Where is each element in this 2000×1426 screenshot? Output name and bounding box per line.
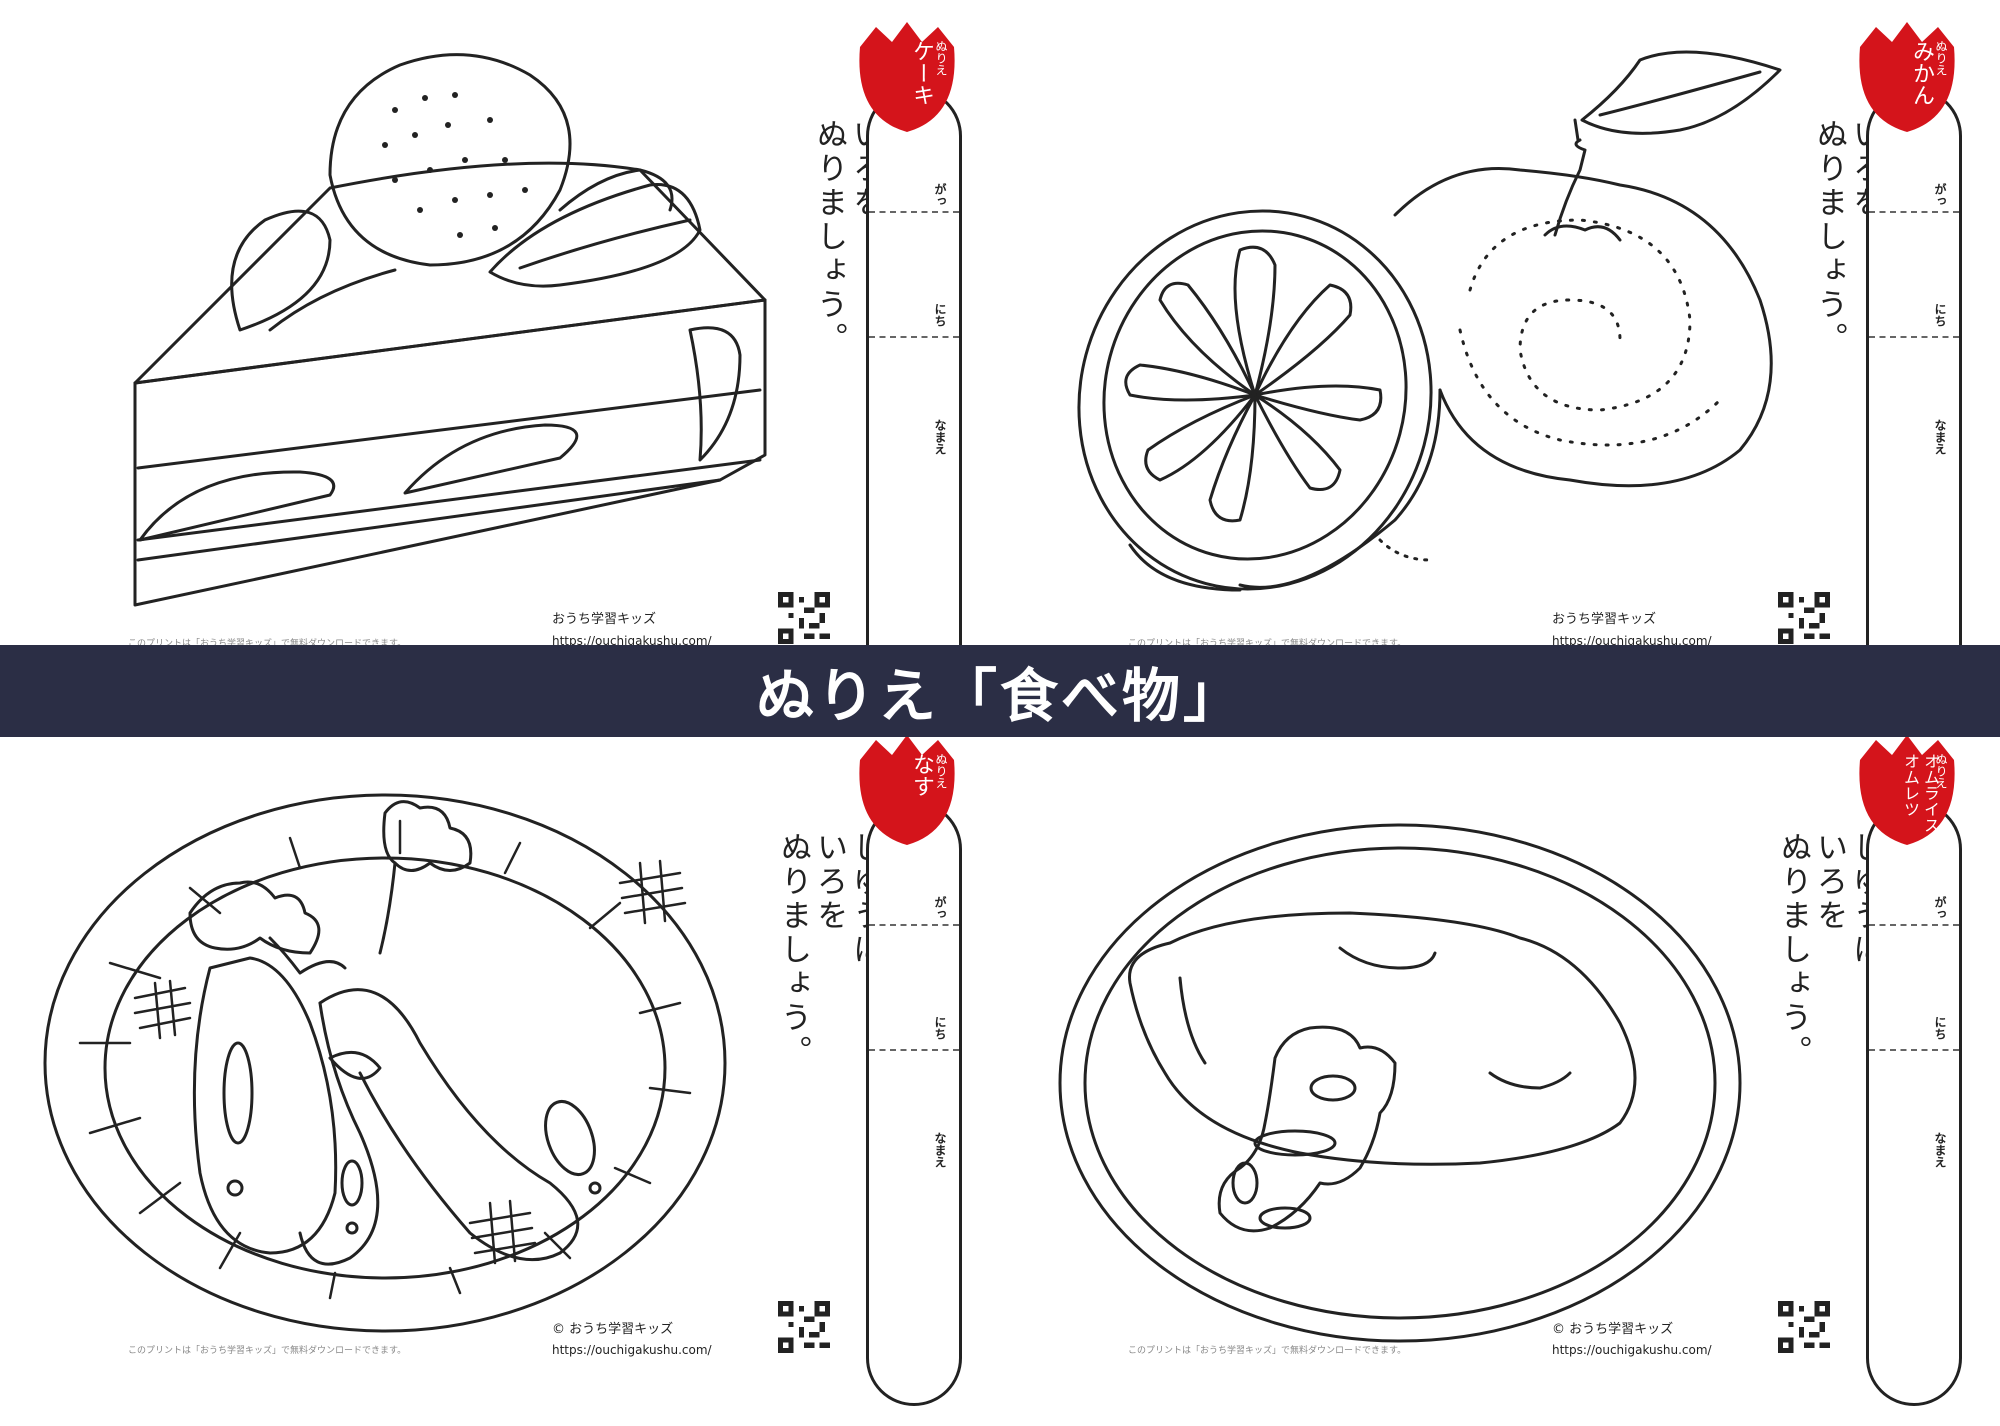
name-label: なまえ <box>1933 419 1947 455</box>
divider <box>1869 336 1959 338</box>
title-badge: ケーキ ぬりえ <box>852 22 962 134</box>
tulip-icon <box>1859 735 1955 845</box>
site-logo: © おうち学習キッズ <box>552 1322 674 1337</box>
month-label: がっ <box>933 183 947 207</box>
name-label: なまえ <box>933 419 947 455</box>
title-badge: オムライス オムレツ ぬりえ <box>1852 735 1962 847</box>
sheet-title: ケーキ <box>909 40 934 106</box>
tulip-icon <box>859 735 955 845</box>
site-logo: © おうち学習キッズ <box>1552 1322 1674 1337</box>
instruction-line: ぬりましょう。 <box>1811 118 1847 356</box>
divider <box>869 924 959 926</box>
title-banner: ぬりえ「食べ物」 <box>0 645 2000 737</box>
sheet-title: みかん <box>1909 40 1934 106</box>
download-note: このプリントは「おうち学習キッズ」で無料ダウンロードできます。 <box>128 1346 407 1356</box>
coloring-sheet-cake: いろを ぬりましょう。 がっ にち なまえ ケーキ ぬりえ おうち学習キッズ h… <box>0 0 1000 713</box>
month-label: がっ <box>1933 183 1947 207</box>
nurie-label: ぬりえ <box>934 753 948 789</box>
download-note: このプリントは「おうち学習キッズ」で無料ダウンロードできます。 <box>128 639 407 649</box>
divider <box>1869 924 1959 926</box>
tulip-icon <box>1859 22 1955 132</box>
nurie-label: ぬりえ <box>1934 40 1948 76</box>
name-label: なまえ <box>1933 1132 1947 1168</box>
site-url[interactable]: https://ouchigakushu.com/ <box>552 634 712 648</box>
day-label: にち <box>933 1016 947 1040</box>
name-date-box[interactable]: がっ にち なまえ <box>866 801 962 1406</box>
qr-code-icon <box>778 592 830 644</box>
day-label: にち <box>933 303 947 327</box>
qr-code-icon <box>1778 592 1830 644</box>
sheet-title: オムライス オムレツ <box>1901 753 1940 833</box>
site-url[interactable]: https://ouchigakushu.com/ <box>552 1343 712 1357</box>
cake-illustration <box>0 0 800 713</box>
coloring-sheet-omurice: じゆうに いろを ぬりましょう。 がっ にち なまえ オムライス オムレツ ぬり… <box>1000 713 2000 1426</box>
divider <box>1869 1049 1959 1051</box>
instruction-line: いろを <box>811 831 847 933</box>
name-date-box[interactable]: がっ にち なまえ <box>1866 88 1962 693</box>
site-url[interactable]: https://ouchigakushu.com/ <box>1552 634 1712 648</box>
month-label: がっ <box>1933 896 1947 920</box>
day-label: にち <box>1933 303 1947 327</box>
instruction-line: ぬりましょう。 <box>775 831 811 1069</box>
title-badge: なす ぬりえ <box>852 735 962 847</box>
site-logo: おうち学習キッズ <box>552 612 657 627</box>
download-note: このプリントは「おうち学習キッズ」で無料ダウンロードできます。 <box>1128 1346 1407 1356</box>
nurie-label: ぬりえ <box>1934 753 1948 789</box>
coloring-sheet-eggplant: じゆうに いろを ぬりましょう。 がっ にち なまえ なす ぬりえ © おうち学… <box>0 713 1000 1426</box>
omurice-illustration <box>1000 713 1800 1426</box>
coloring-sheet-mandarin: いろを ぬりましょう。 がっ にち なまえ みかん ぬりえ おうち学習キッズ h… <box>1000 0 2000 713</box>
site-logo: おうち学習キッズ <box>1552 612 1657 627</box>
divider <box>869 1049 959 1051</box>
name-date-box[interactable]: がっ にち なまえ <box>866 88 962 693</box>
eggplant-illustration <box>0 713 800 1426</box>
day-label: にち <box>1933 1016 1947 1040</box>
instruction-line: いろを <box>1811 831 1847 933</box>
name-label: なまえ <box>933 1132 947 1168</box>
instruction-text: じゆうに いろを ぬりましょう。 <box>775 831 883 1301</box>
qr-code-icon <box>1778 1301 1830 1353</box>
month-label: がっ <box>933 896 947 920</box>
name-date-box[interactable]: がっ にち なまえ <box>1866 801 1962 1406</box>
divider <box>869 211 959 213</box>
instruction-line: ぬりましょう。 <box>1775 831 1811 1069</box>
divider <box>869 336 959 338</box>
nurie-label: ぬりえ <box>934 40 948 76</box>
divider <box>1869 211 1959 213</box>
instruction-line: ぬりましょう。 <box>811 118 847 356</box>
download-note: このプリントは「おうち学習キッズ」で無料ダウンロードできます。 <box>1128 639 1407 649</box>
site-url[interactable]: https://ouchigakushu.com/ <box>1552 1343 1712 1357</box>
title-badge: みかん ぬりえ <box>1852 22 1962 134</box>
tulip-icon <box>859 22 955 132</box>
mandarin-orange-illustration <box>1000 0 1800 713</box>
banner-title: ぬりえ「食べ物」 <box>755 662 1244 730</box>
sheet-title: なす <box>909 753 934 797</box>
qr-code-icon <box>778 1301 830 1353</box>
